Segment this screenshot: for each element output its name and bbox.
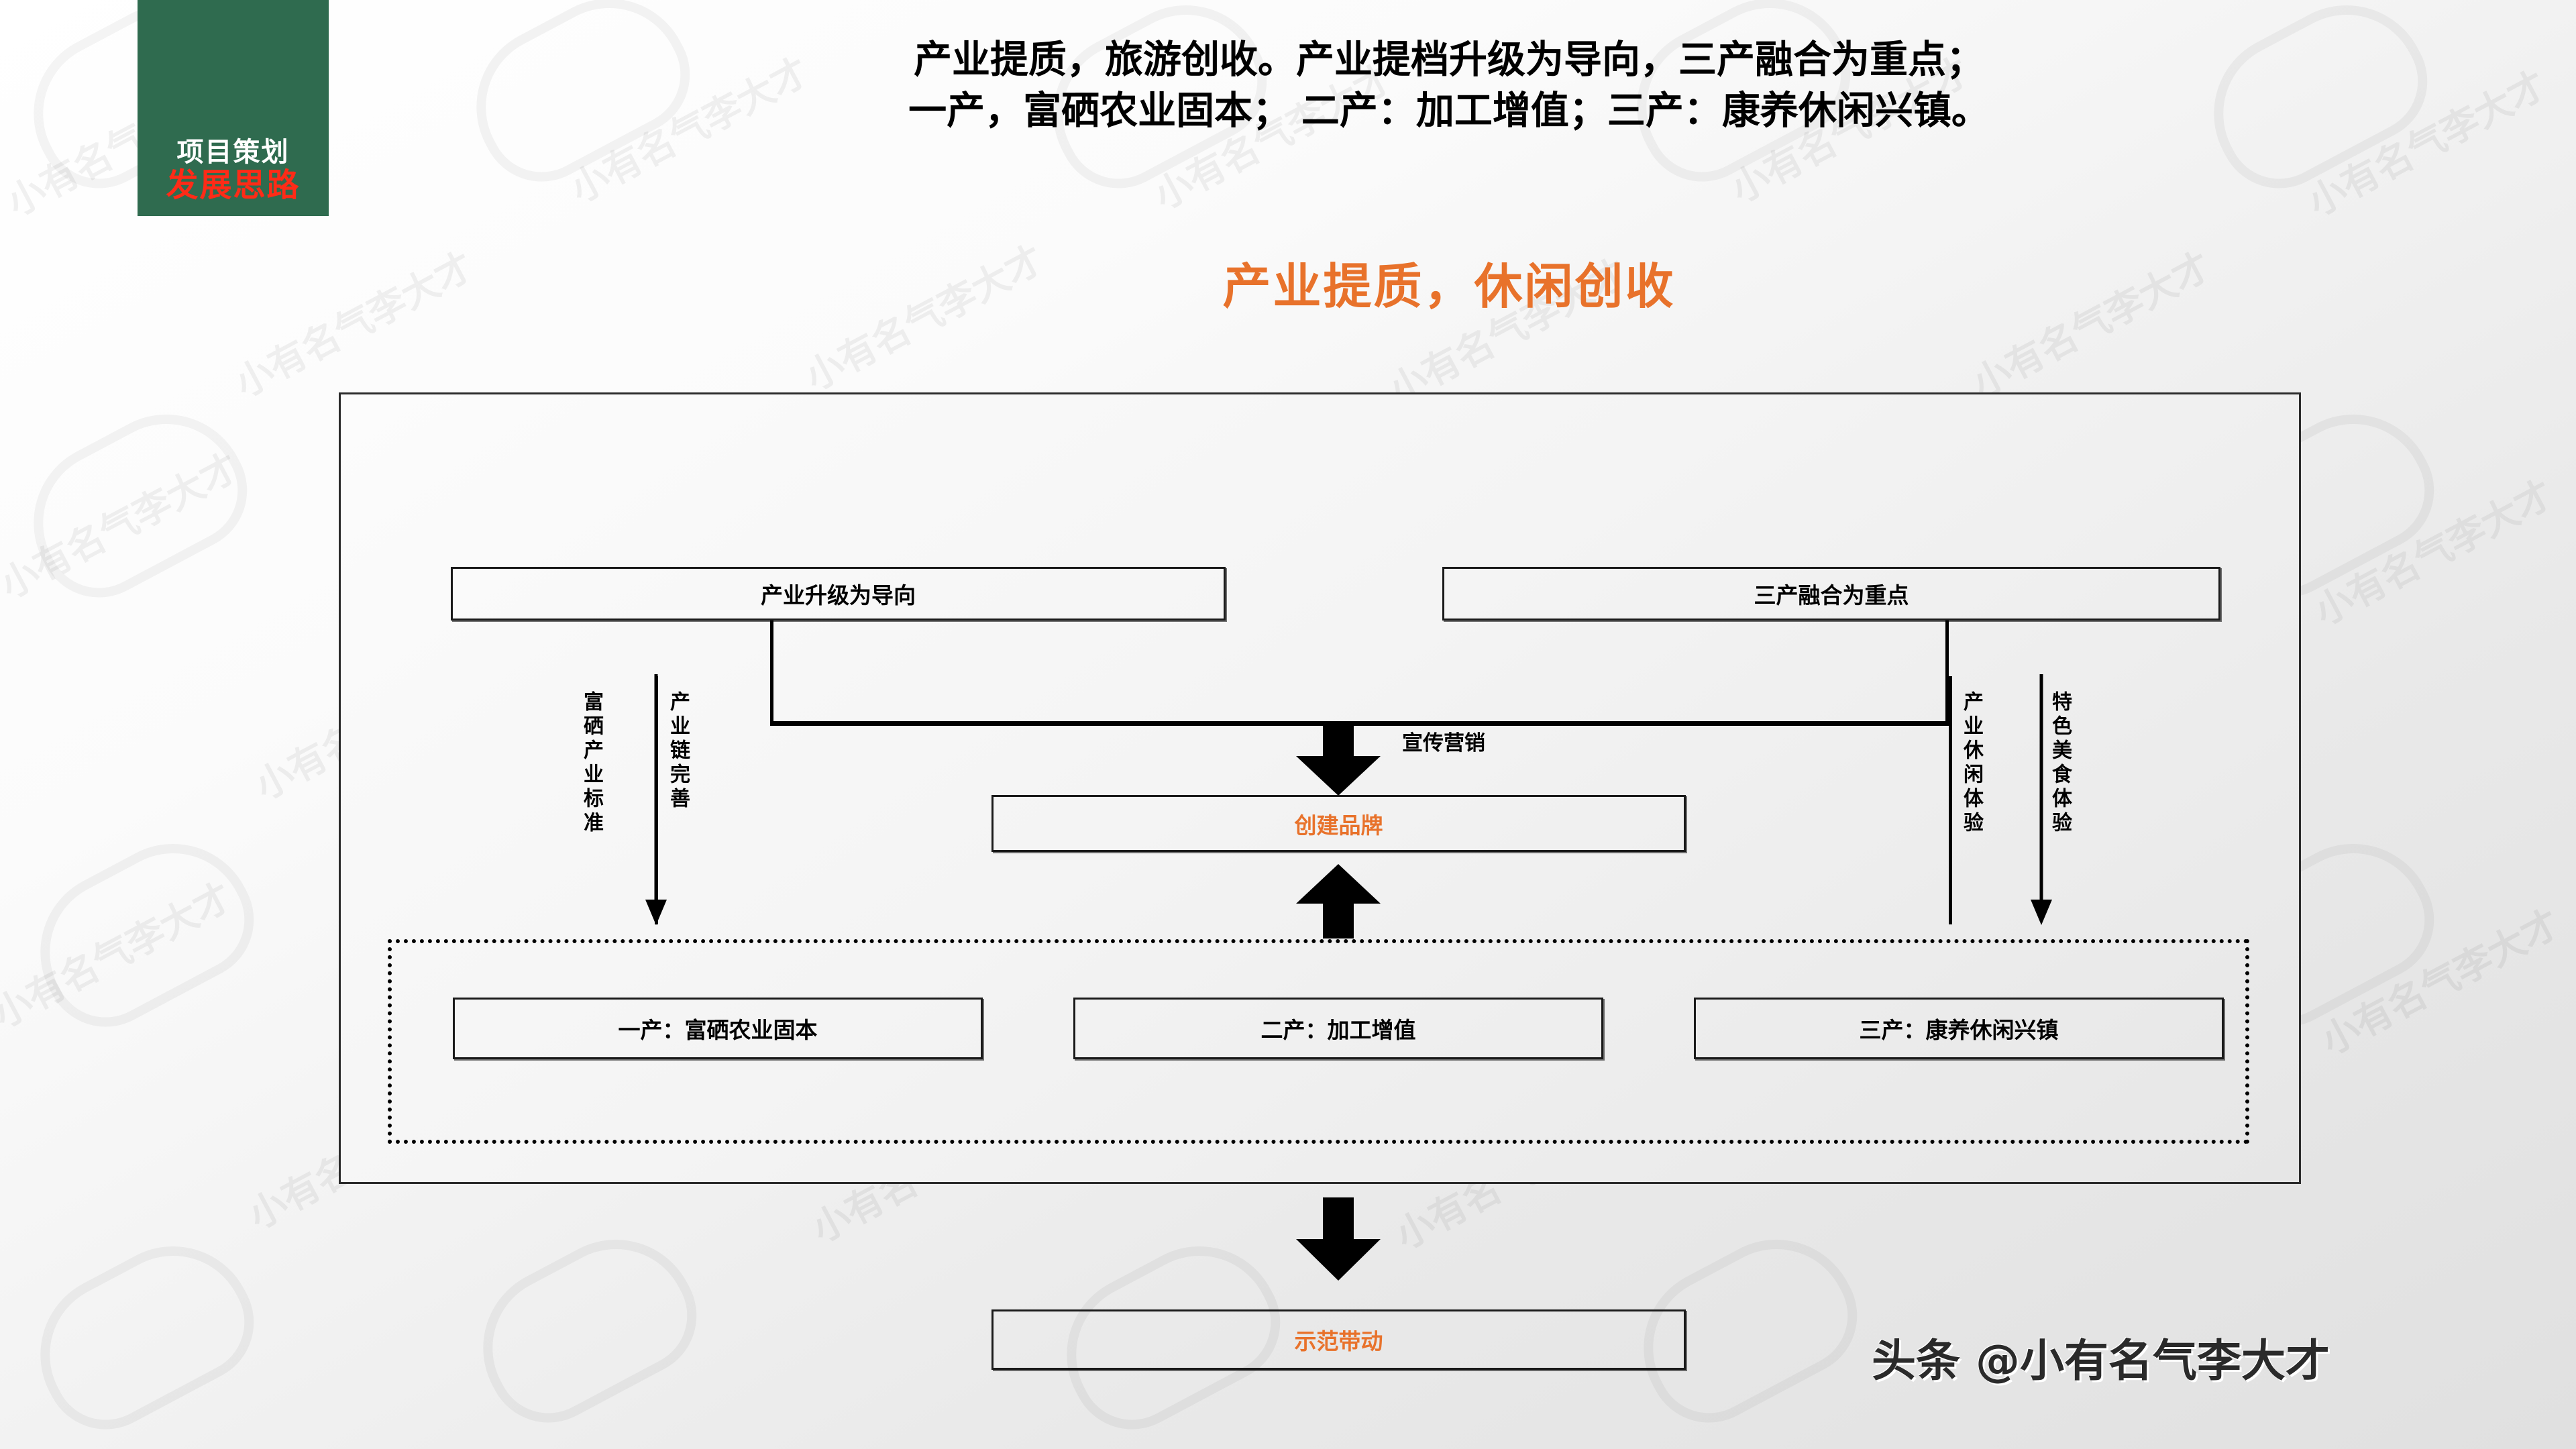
- arrow-down-to-brand-icon: [1295, 721, 1382, 796]
- header-text: 产业提质，旅游创收。产业提档升级为导向，三产融合为重点； 一产，富硒农业固本； …: [510, 35, 2388, 137]
- section-badge-line2: 发展思路: [166, 168, 301, 204]
- side-label-fuxi-standard: 富硒产业标准: [580, 691, 602, 836]
- section-badge: 项目策划 发展思路: [138, 0, 329, 216]
- box-industry-upgrade-label: 产业升级为导向: [761, 583, 916, 608]
- side-label-food-exp: 特色美食体验: [2049, 691, 2071, 836]
- page-title: 产业提质，休闲创收: [1222, 260, 1676, 314]
- side-rule-right: [1949, 676, 1952, 924]
- channel-watermark: 头条 @小有名气李大才: [1872, 1335, 2330, 1387]
- box-tertiary-industry[interactable]: 三产：康养休闲兴镇: [1694, 998, 2224, 1059]
- industry-group-container: [388, 939, 2249, 1144]
- side-rule-left: [655, 676, 658, 924]
- watermark-ring: [12, 815, 275, 1049]
- box-demonstration-drive-label: 示范带动: [1294, 1329, 1383, 1354]
- arrow-down-to-demo-icon: [1295, 1197, 1382, 1281]
- header-line-2: 一产，富硒农业固本； 二产：加工增值；三产：康养休闲兴镇。: [908, 89, 1990, 132]
- side-label-leisure-exp: 产业休闲体验: [1960, 691, 1982, 836]
- header-line-1: 产业提质，旅游创收。产业提档升级为导向，三产融合为重点；: [914, 38, 1984, 81]
- connector-line-left: [770, 621, 773, 724]
- watermark-ring: [12, 1218, 275, 1449]
- side-arrow-right-icon: [2029, 674, 2053, 926]
- box-create-brand-label: 创建品牌: [1294, 812, 1383, 838]
- watermark-tile: 小有名气李大才: [2308, 472, 2561, 635]
- box-create-brand[interactable]: 创建品牌: [991, 795, 1686, 852]
- watermark-tile: 小有名气李大才: [0, 875, 239, 1037]
- box-demonstration-drive[interactable]: 示范带动: [991, 1309, 1686, 1370]
- label-marketing: 宣传营销: [1402, 731, 1485, 755]
- watermark-tile: 小有名气李大才: [2314, 902, 2567, 1064]
- side-label-chain-complete: 产业链完善: [667, 691, 689, 812]
- box-industry-upgrade[interactable]: 产业升级为导向: [451, 567, 1226, 621]
- box-primary-industry-label: 一产：富硒农业固本: [618, 1018, 818, 1042]
- box-tertiary-industry-label: 三产：康养休闲兴镇: [1859, 1018, 2059, 1042]
- box-secondary-industry-label: 二产：加工增值: [1260, 1018, 1416, 1042]
- watermark-ring: [455, 1211, 718, 1444]
- watermark-tile: 小有名气李大才: [228, 244, 481, 407]
- watermark-ring: [5, 386, 268, 619]
- box-three-industry-fusion[interactable]: 三产融合为重点: [1442, 567, 2220, 621]
- connector-line-right: [1945, 621, 1949, 724]
- box-three-industry-fusion-label: 三产融合为重点: [1754, 583, 1909, 608]
- arrow-up-to-brand-icon: [1295, 864, 1382, 939]
- section-badge-line1: 项目策划: [176, 138, 290, 168]
- box-secondary-industry[interactable]: 二产：加工增值: [1073, 998, 1603, 1059]
- watermark-tile: 小有名气李大才: [0, 445, 246, 608]
- diagram-frame: [339, 392, 2301, 1184]
- connector-merge-bar: [770, 721, 1949, 726]
- box-primary-industry[interactable]: 一产：富硒农业固本: [453, 998, 983, 1059]
